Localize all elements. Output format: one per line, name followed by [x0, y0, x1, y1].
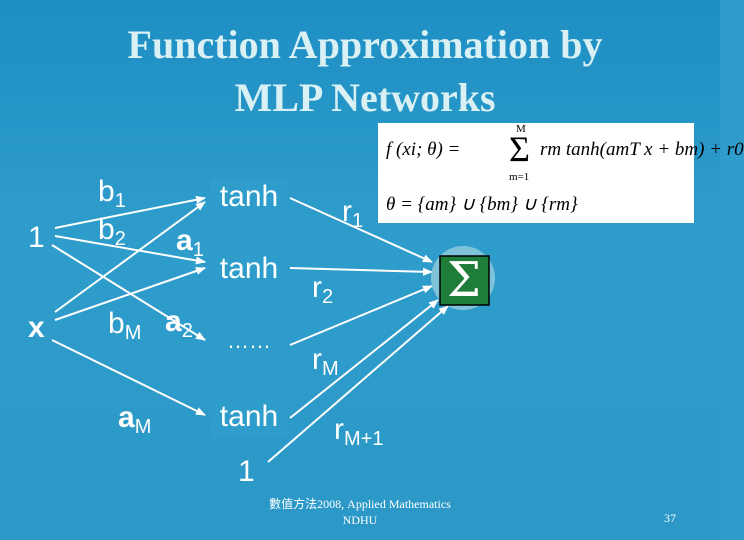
- edge-x-to-tanh2: [54, 267, 206, 321]
- hidden-unit-M: tanh: [210, 398, 288, 438]
- edge-bias-to-sum: [267, 305, 449, 463]
- sum-symbol-box: [439, 255, 490, 306]
- weight-a2: a2: [165, 305, 193, 343]
- input-x: x: [28, 311, 45, 344]
- output-weight-rM1: rM+1: [334, 413, 384, 451]
- edge-tanh2-to-sum: [289, 267, 433, 276]
- bias-b1: b1: [98, 175, 126, 213]
- formula-line-1: f (xi; θ) =: [386, 139, 460, 161]
- edge-hidden3-to-sum: [289, 285, 433, 346]
- formula-line-2: θ = {am} ∪ {bm} ∪ {rm}: [386, 194, 578, 215]
- network-connections: Σ: [51, 195, 495, 463]
- edge-x-to-tanhM: [51, 339, 206, 416]
- formula-lhs: f (xi; θ) =: [386, 139, 461, 160]
- output-weight-r2: r2: [312, 271, 334, 309]
- formula-box: f (xi; θ) = M Σ m=1 rm tanh(amT x + bm) …: [378, 123, 744, 223]
- weight-aM: aM: [118, 401, 152, 439]
- slide-title: Function Approximation by MLP Networks: [0, 18, 720, 124]
- footer-line-1: 數值方法2008, Applied Mathematics: [269, 497, 451, 511]
- hidden-unit-1: tanh: [210, 178, 288, 218]
- bias-b2: b2: [98, 213, 126, 251]
- edge-1-to-tanh2: [54, 235, 206, 265]
- output-weight-r1: r1: [342, 195, 364, 233]
- edge-1-to-hidden3: [51, 244, 206, 341]
- slide-footer: 數值方法2008, Applied Mathematics NDHU: [230, 496, 490, 528]
- footer-line-2: NDHU: [342, 513, 378, 527]
- input-one: 1: [28, 221, 45, 254]
- formula-sum-upper: M: [516, 123, 526, 135]
- formula-sum-lower: m=1: [509, 171, 530, 183]
- edge-1-to-tanh1: [54, 195, 206, 229]
- weight-a1: a1: [176, 224, 204, 262]
- title-line-1: Function Approximation by: [127, 22, 603, 67]
- formula-sum-symbol: Σ: [509, 129, 530, 169]
- edge-tanhM-to-sum: [289, 299, 439, 419]
- hidden-unit-2: tanh: [210, 250, 288, 290]
- hidden-unit-ellipsis: ……: [210, 322, 288, 362]
- title-line-2: MLP Networks: [234, 75, 496, 120]
- bias-bM: bM: [108, 307, 142, 345]
- output-weight-rM: rM: [312, 343, 339, 381]
- formula-rhs: rm tanh(amT x + bm) + r0: [540, 139, 744, 160]
- sum-symbol: Σ: [447, 252, 481, 308]
- bias-input-one: 1: [238, 455, 255, 488]
- edge-tanh1-to-sum: [289, 197, 433, 263]
- page-number: 37: [664, 511, 676, 525]
- edge-x-to-tanh1: [54, 201, 206, 313]
